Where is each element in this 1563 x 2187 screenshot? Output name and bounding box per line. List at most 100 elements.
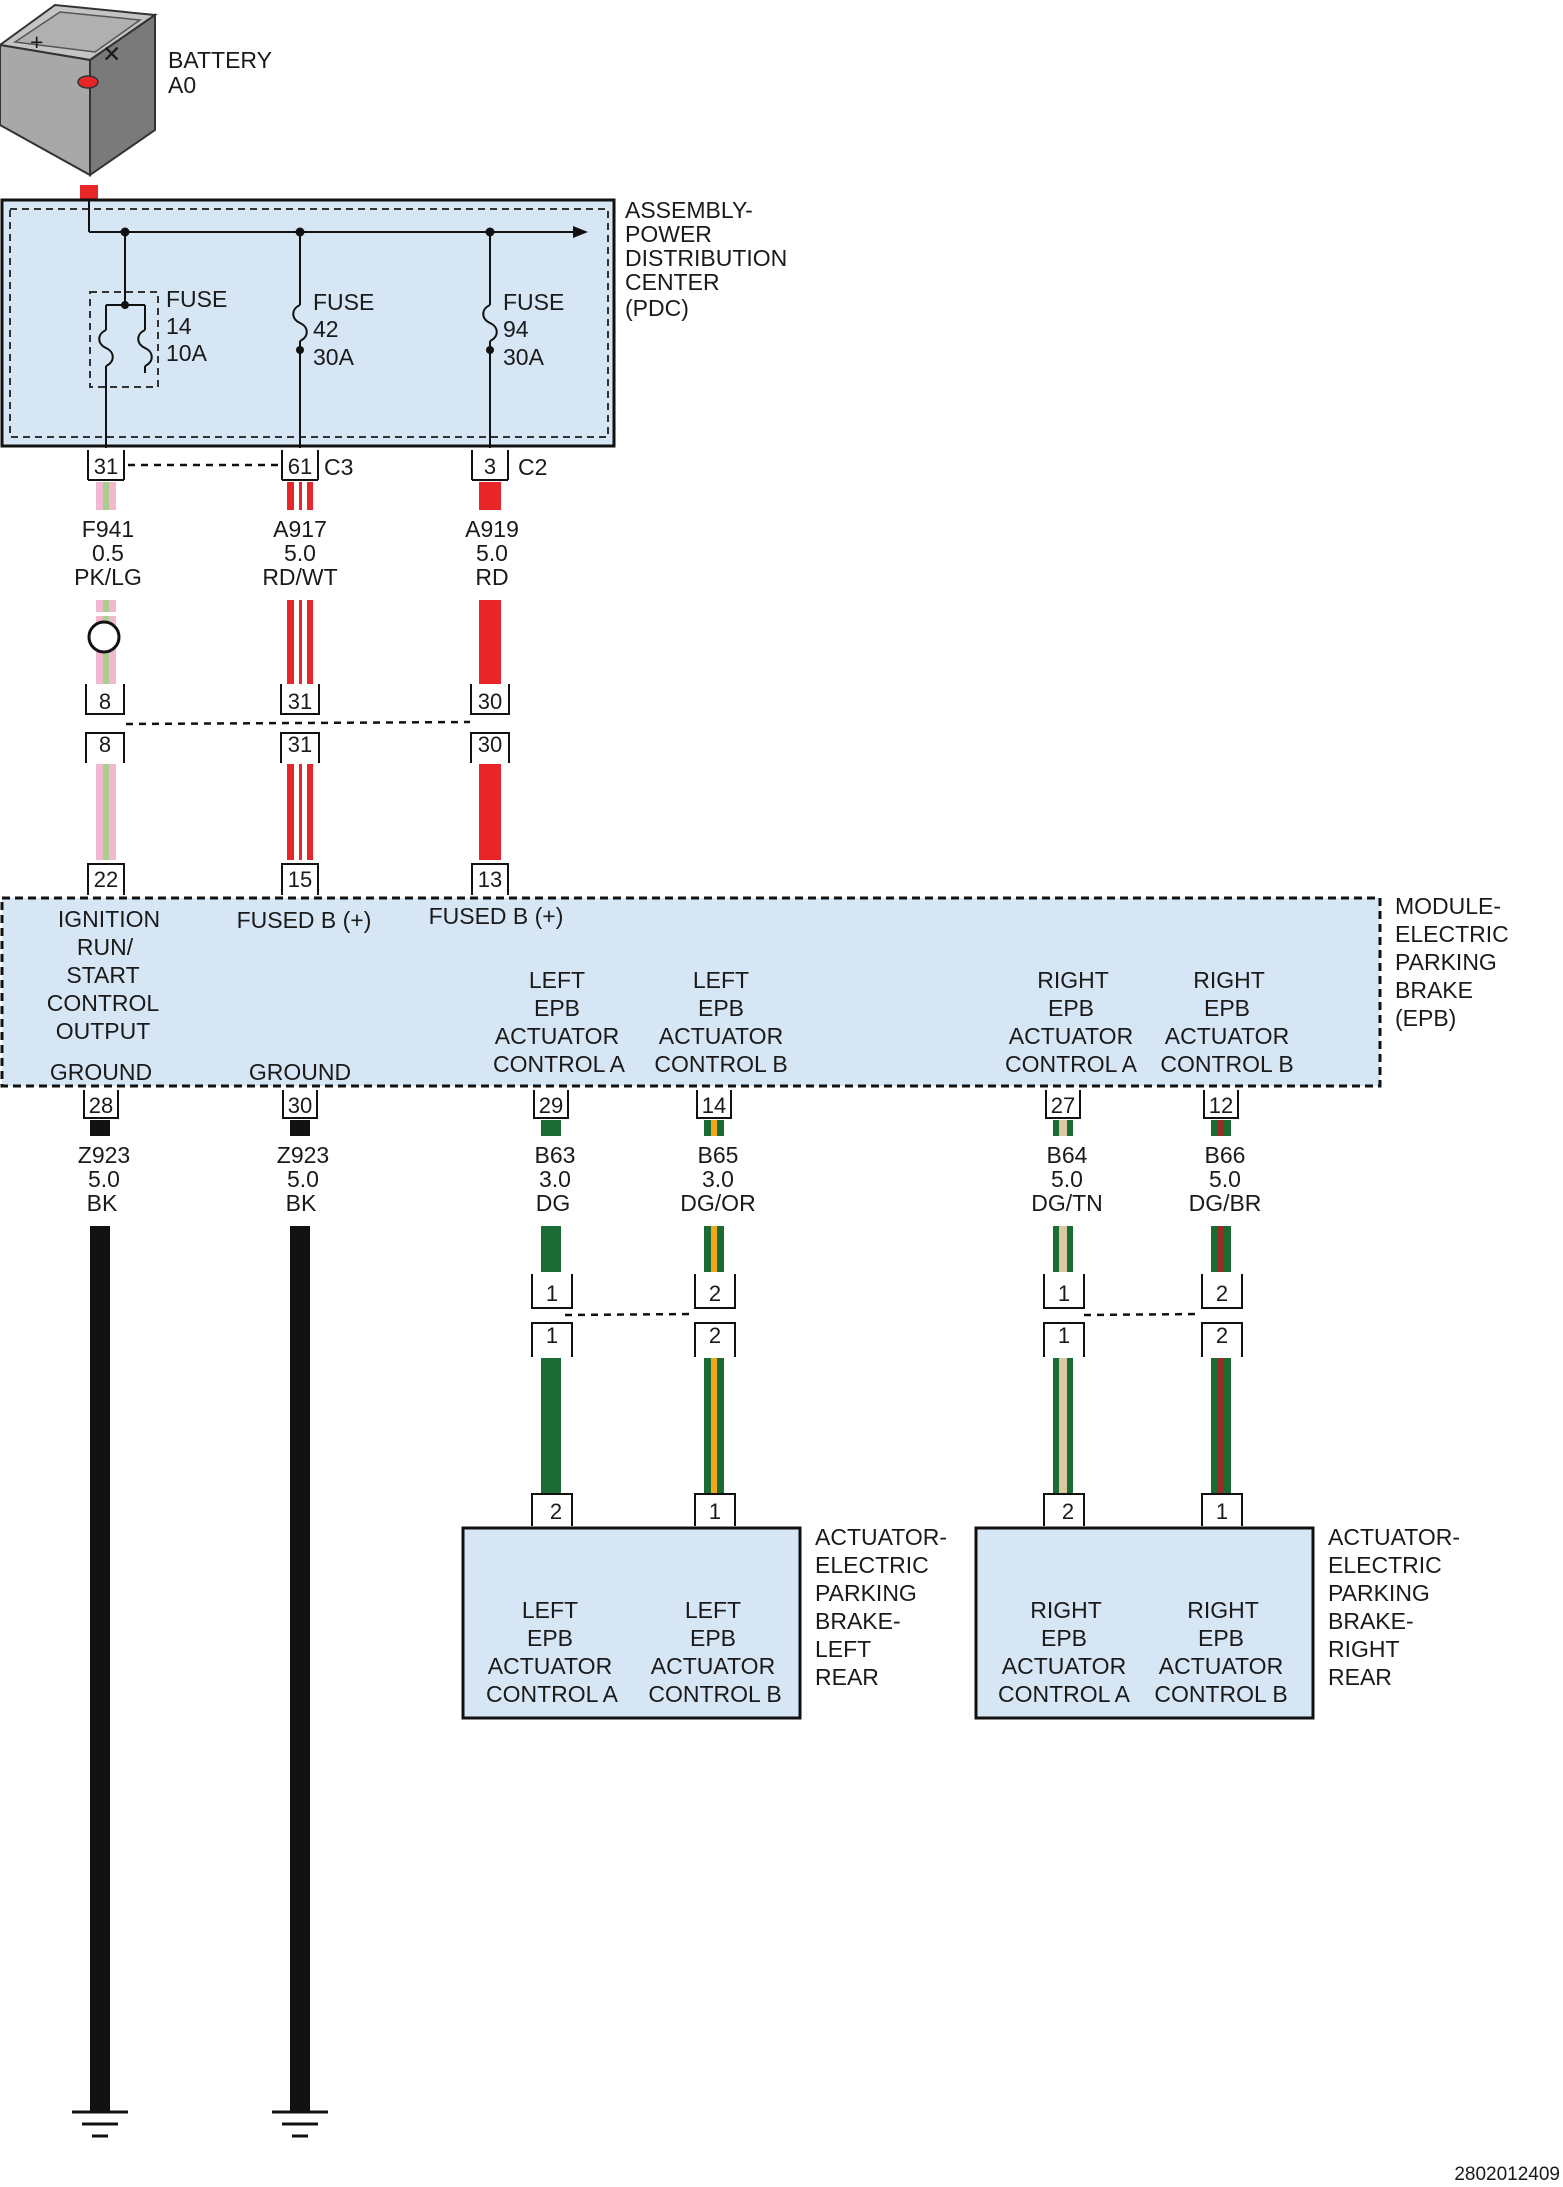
left-actuator-pin-2: 2: [550, 1499, 562, 1524]
fuse-94-rating: 30A: [503, 344, 545, 370]
fuse-14-icon: [89, 232, 159, 448]
actuator-right-box: [974, 1526, 1315, 1720]
svg-text:ACTUATOR: ACTUATOR: [1002, 1653, 1126, 1679]
module-pin-15: 15: [288, 867, 312, 892]
module-pin-14: 14: [702, 1093, 726, 1118]
svg-text:ACTUATOR: ACTUATOR: [659, 1023, 783, 1049]
svg-text:PARKING: PARKING: [1395, 949, 1497, 975]
battery-terminal: [80, 185, 98, 199]
svg-text:START: START: [66, 962, 139, 988]
svg-text:RIGHT: RIGHT: [1193, 967, 1265, 993]
wire-z923-1-circuit: Z923: [78, 1142, 130, 1168]
left-actuator-pin-1: 1: [709, 1499, 721, 1524]
fuse-42-number: 42: [313, 316, 339, 342]
wire-z923-2: [290, 1120, 310, 2112]
svg-text:EPB: EPB: [1041, 1625, 1087, 1651]
svg-text:IGNITION: IGNITION: [58, 906, 160, 932]
wire-b64-color: DG/TN: [1031, 1190, 1103, 1216]
svg-text:CONTROL B: CONTROL B: [648, 1681, 781, 1707]
fuse-42-icon: [292, 232, 308, 448]
wire-b63-color: DG: [536, 1190, 571, 1216]
module-bottom-pins: [83, 1090, 1239, 1119]
svg-text:RIGHT: RIGHT: [1328, 1636, 1400, 1662]
wire-b63-circuit: B63: [535, 1142, 576, 1168]
actuator-pins: [531, 1493, 1243, 1526]
inline-pin-30-bottom: 30: [478, 732, 502, 757]
module-fused-b-2: FUSED B (+): [429, 903, 564, 929]
actuator-left-b-function: LEFT EPB ACTUATOR CONTROL B: [648, 1597, 781, 1707]
fuse-94-icon: [482, 232, 498, 448]
inline-pin-31-bottom: 31: [288, 732, 312, 757]
wire-b65-gauge: 3.0: [702, 1166, 734, 1192]
wire-b64-circuit: B64: [1047, 1142, 1088, 1168]
actuator-left-a-function: LEFT EPB ACTUATOR CONTROL A: [486, 1597, 619, 1707]
wire-a919-gauge: 5.0: [476, 540, 508, 566]
svg-text:BRAKE-: BRAKE-: [815, 1608, 901, 1634]
wire-b64-gauge: 5.0: [1051, 1166, 1083, 1192]
svg-text:CONTROL B: CONTROL B: [1160, 1051, 1293, 1077]
wire-b64: [1053, 1120, 1073, 1494]
wire-a919: [479, 482, 501, 860]
right-inline-pin-1-bottom: 1: [1058, 1323, 1070, 1348]
module-left-b-function: LEFT EPB ACTUATOR CONTROL B: [654, 967, 787, 1077]
wire-b66: [1211, 1120, 1231, 1494]
document-number: 2802012409: [1454, 2164, 1560, 2185]
connector-c2: C2: [518, 454, 547, 480]
module-pin-29: 29: [539, 1093, 563, 1118]
svg-text:LEFT: LEFT: [522, 1597, 578, 1623]
inline-pin-8-top: 8: [99, 689, 111, 714]
right-inline-pin-1-top: 1: [1058, 1281, 1070, 1306]
svg-text:EPB: EPB: [1048, 995, 1094, 1021]
svg-text:EPB: EPB: [690, 1625, 736, 1651]
left-inline-pin-1-bottom: 1: [546, 1323, 558, 1348]
svg-text:ACTUATOR: ACTUATOR: [1159, 1653, 1283, 1679]
wire-b65: [704, 1120, 724, 1494]
battery-id: A0: [168, 72, 196, 98]
wire-b65-circuit: B65: [698, 1142, 739, 1168]
svg-text:PARKING: PARKING: [815, 1580, 917, 1606]
svg-text:ELECTRIC: ELECTRIC: [815, 1552, 929, 1578]
wire-b63-gauge: 3.0: [539, 1166, 571, 1192]
left-inline-pin-2-top: 2: [709, 1281, 721, 1306]
inline-connector: [85, 684, 510, 763]
svg-text:POWER: POWER: [625, 221, 712, 247]
wire-z923-1-gauge: 5.0: [88, 1166, 120, 1192]
right-actuator-pin-1: 1: [1216, 1499, 1228, 1524]
actuator-left-label: ACTUATOR- ELECTRIC PARKING BRAKE- LEFT R…: [815, 1524, 947, 1690]
svg-text:EPB: EPB: [534, 995, 580, 1021]
svg-text:CONTROL A: CONTROL A: [493, 1051, 626, 1077]
wire-f941-circuit: F941: [82, 516, 134, 542]
wire-a919-circuit: A919: [465, 516, 519, 542]
left-inline-pin-2-bottom: 2: [709, 1323, 721, 1348]
svg-text:LEFT: LEFT: [529, 967, 585, 993]
svg-text:ELECTRIC: ELECTRIC: [1395, 921, 1509, 947]
module-ground-2: GROUND: [249, 1059, 351, 1085]
module-epb-box: [0, 896, 1382, 1088]
wire-b66-gauge: 5.0: [1209, 1166, 1241, 1192]
svg-text:EPB: EPB: [1204, 995, 1250, 1021]
wire-z923-2-circuit: Z923: [277, 1142, 329, 1168]
wire-z923-1-color: BK: [87, 1190, 118, 1216]
module-right-b-function: RIGHT EPB ACTUATOR CONTROL B: [1160, 967, 1293, 1077]
module-ign-function: IGNITION RUN/ START CONTROL OUTPUT: [47, 906, 160, 1044]
right-actuator-pin-2: 2: [1062, 1499, 1074, 1524]
right-inline-pin-2-top: 2: [1216, 1281, 1228, 1306]
svg-text:CONTROL B: CONTROL B: [1154, 1681, 1287, 1707]
module-ground-1: GROUND: [50, 1059, 152, 1085]
pdc-pins: [87, 450, 509, 481]
module-top-pins: [87, 863, 509, 895]
svg-text:(EPB): (EPB): [1395, 1005, 1456, 1031]
svg-text:(PDC): (PDC): [625, 295, 689, 321]
svg-text:CONTROL B: CONTROL B: [654, 1051, 787, 1077]
module-pin-13: 13: [478, 867, 502, 892]
left-inline-pin-1-top: 1: [546, 1281, 558, 1306]
battery-name: BATTERY: [168, 47, 272, 73]
svg-text:EPB: EPB: [698, 995, 744, 1021]
svg-text:ACTUATOR: ACTUATOR: [651, 1653, 775, 1679]
module-left-a-function: LEFT EPB ACTUATOR CONTROL A: [493, 967, 626, 1077]
battery-icon: ✕ +: [0, 3, 158, 177]
svg-text:ELECTRIC: ELECTRIC: [1328, 1552, 1442, 1578]
inline-pin-30-top: 30: [478, 689, 502, 714]
wire-a917-circuit: A917: [273, 516, 327, 542]
svg-text:EPB: EPB: [1198, 1625, 1244, 1651]
